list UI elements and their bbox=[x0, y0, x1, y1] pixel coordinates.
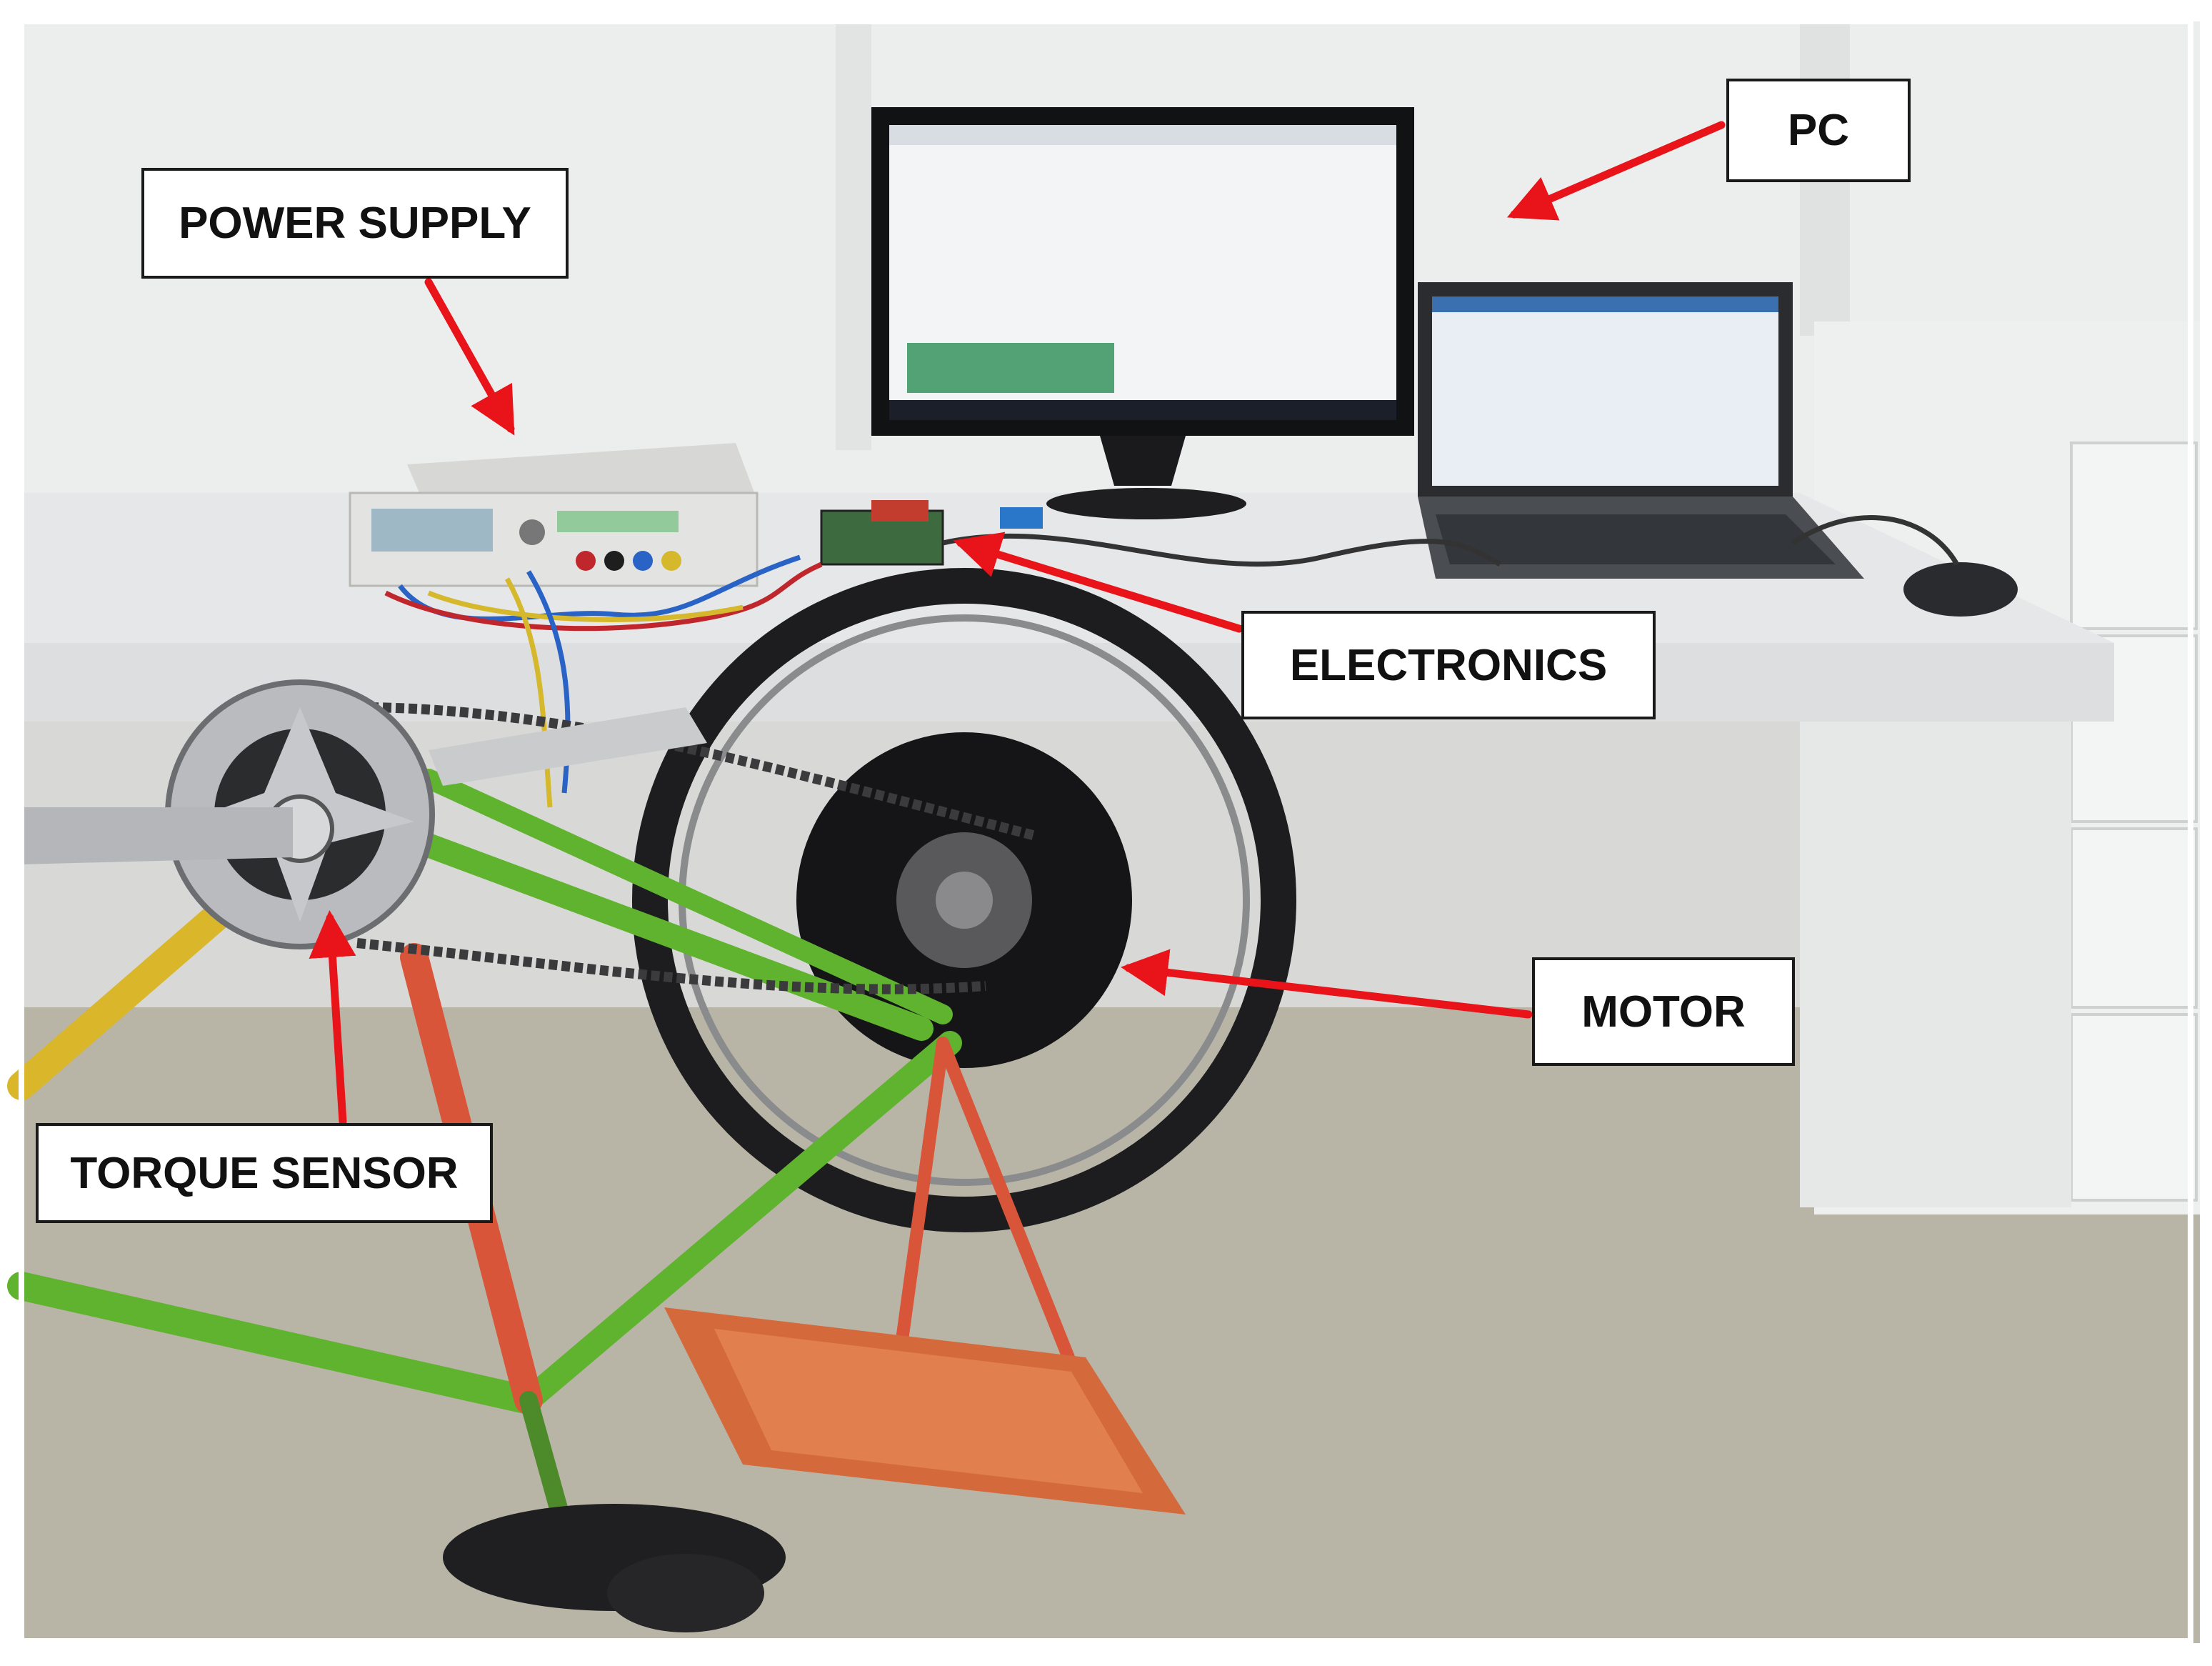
annotation-arrows bbox=[309, 121, 1726, 1126]
photo-border bbox=[19, 19, 2193, 1644]
drawer bbox=[2070, 634, 2198, 823]
power-supply-device bbox=[349, 443, 759, 587]
rear-rack bbox=[664, 1307, 1186, 1515]
drawer bbox=[2070, 1013, 2198, 1202]
label-motor: MOTOR bbox=[1532, 957, 1795, 1066]
label-torque-sensor: TORQUE SENSOR bbox=[36, 1123, 493, 1223]
bench-leg-panel bbox=[1800, 722, 2071, 1207]
chain bbox=[356, 702, 1037, 994]
monitor-device bbox=[871, 107, 1414, 519]
label-electronics-text: ELECTRONICS bbox=[1289, 640, 1608, 690]
drawer bbox=[2070, 827, 2198, 1009]
crankset bbox=[21, 679, 707, 949]
label-power-supply: POWER SUPPLY bbox=[141, 168, 569, 279]
arrow-torque-sensor bbox=[309, 910, 356, 1126]
arrow-electronics bbox=[953, 532, 1243, 633]
arrow-power-supply bbox=[424, 278, 515, 436]
mouse-device bbox=[1903, 562, 2018, 617]
electronics-board bbox=[820, 500, 1043, 566]
label-electronics: ELECTRONICS bbox=[1241, 611, 1656, 719]
label-power-supply-text: POWER SUPPLY bbox=[179, 199, 531, 248]
label-torque-sensor-text: TORQUE SENSOR bbox=[70, 1148, 459, 1198]
label-pc-text: PC bbox=[1787, 106, 1850, 155]
drawer bbox=[2070, 442, 2198, 630]
laptop-device bbox=[1418, 282, 1864, 579]
rear-wheel bbox=[632, 568, 1296, 1232]
arrow-pc bbox=[1506, 121, 1726, 221]
label-motor-text: MOTOR bbox=[1581, 987, 1746, 1037]
wall-panel-seam bbox=[836, 21, 871, 450]
arrow-motor bbox=[1121, 949, 1533, 1019]
saddle bbox=[443, 1504, 786, 1632]
label-pc: PC bbox=[1726, 79, 1911, 182]
